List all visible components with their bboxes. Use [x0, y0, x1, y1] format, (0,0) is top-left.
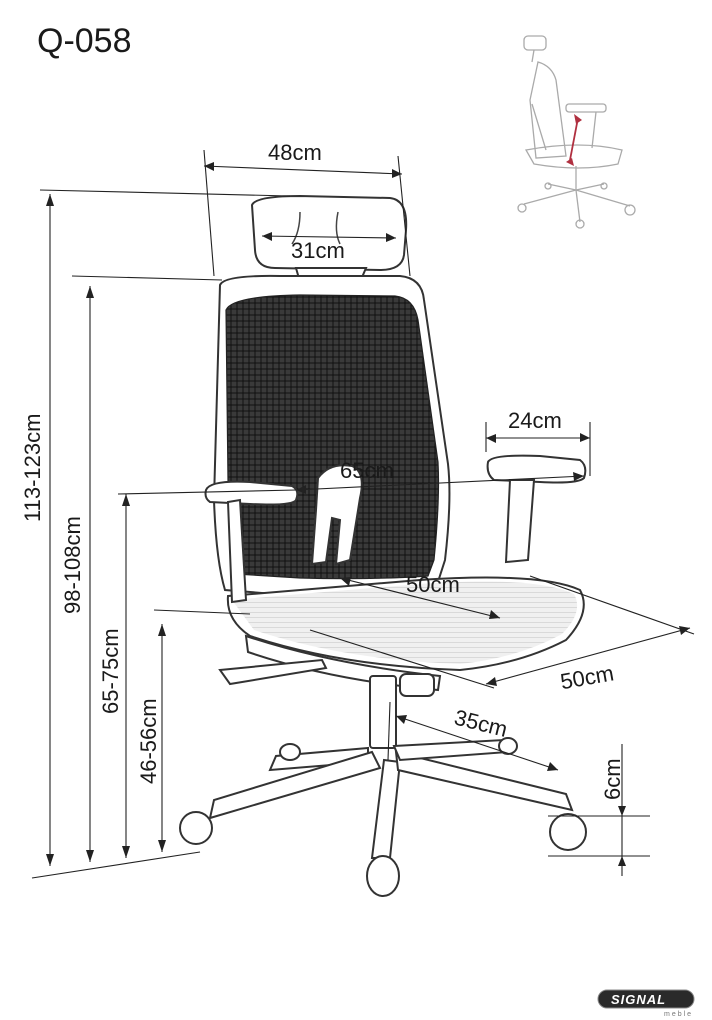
headrest	[250, 194, 408, 272]
label-headrest-width: 31cm	[291, 238, 345, 263]
label-total-height: 113-123cm	[20, 414, 45, 522]
dimension-lines	[31, 149, 695, 879]
label-backrest-height: 98-108cm	[60, 516, 85, 614]
brand-name: SIGNAL	[611, 992, 666, 1007]
gas-lift	[369, 675, 397, 749]
main-chair	[179, 194, 587, 897]
label-total-width: 48cm	[268, 140, 322, 165]
model-title: Q-058	[37, 22, 132, 60]
adjust-lever	[399, 673, 435, 697]
label-caster-height: 6cm	[600, 758, 625, 800]
label-seat-height: 46-56cm	[136, 698, 161, 784]
caster	[179, 811, 213, 845]
brand-sub: meble	[664, 1011, 693, 1018]
thumbnail-chair	[517, 35, 636, 229]
caster	[366, 855, 400, 897]
footrest	[218, 658, 328, 686]
caster	[549, 813, 587, 851]
height-adjust-arrow	[569, 117, 579, 161]
lumbar-support	[310, 464, 363, 566]
label-seat-depth: 50cm	[406, 572, 460, 597]
caster	[498, 737, 518, 755]
label-seat-width: 50cm	[558, 660, 615, 694]
brand-logo: SIGNAL meble	[597, 989, 695, 1018]
label-armrest-length: 24cm	[508, 408, 562, 433]
caster	[279, 743, 301, 761]
armrest-left	[204, 480, 299, 506]
armrest-right	[486, 454, 587, 484]
label-armrest-span: 65cm	[340, 458, 394, 483]
label-armrest-height: 65-75cm	[98, 628, 123, 714]
label-base-radius: 35cm	[452, 705, 510, 742]
